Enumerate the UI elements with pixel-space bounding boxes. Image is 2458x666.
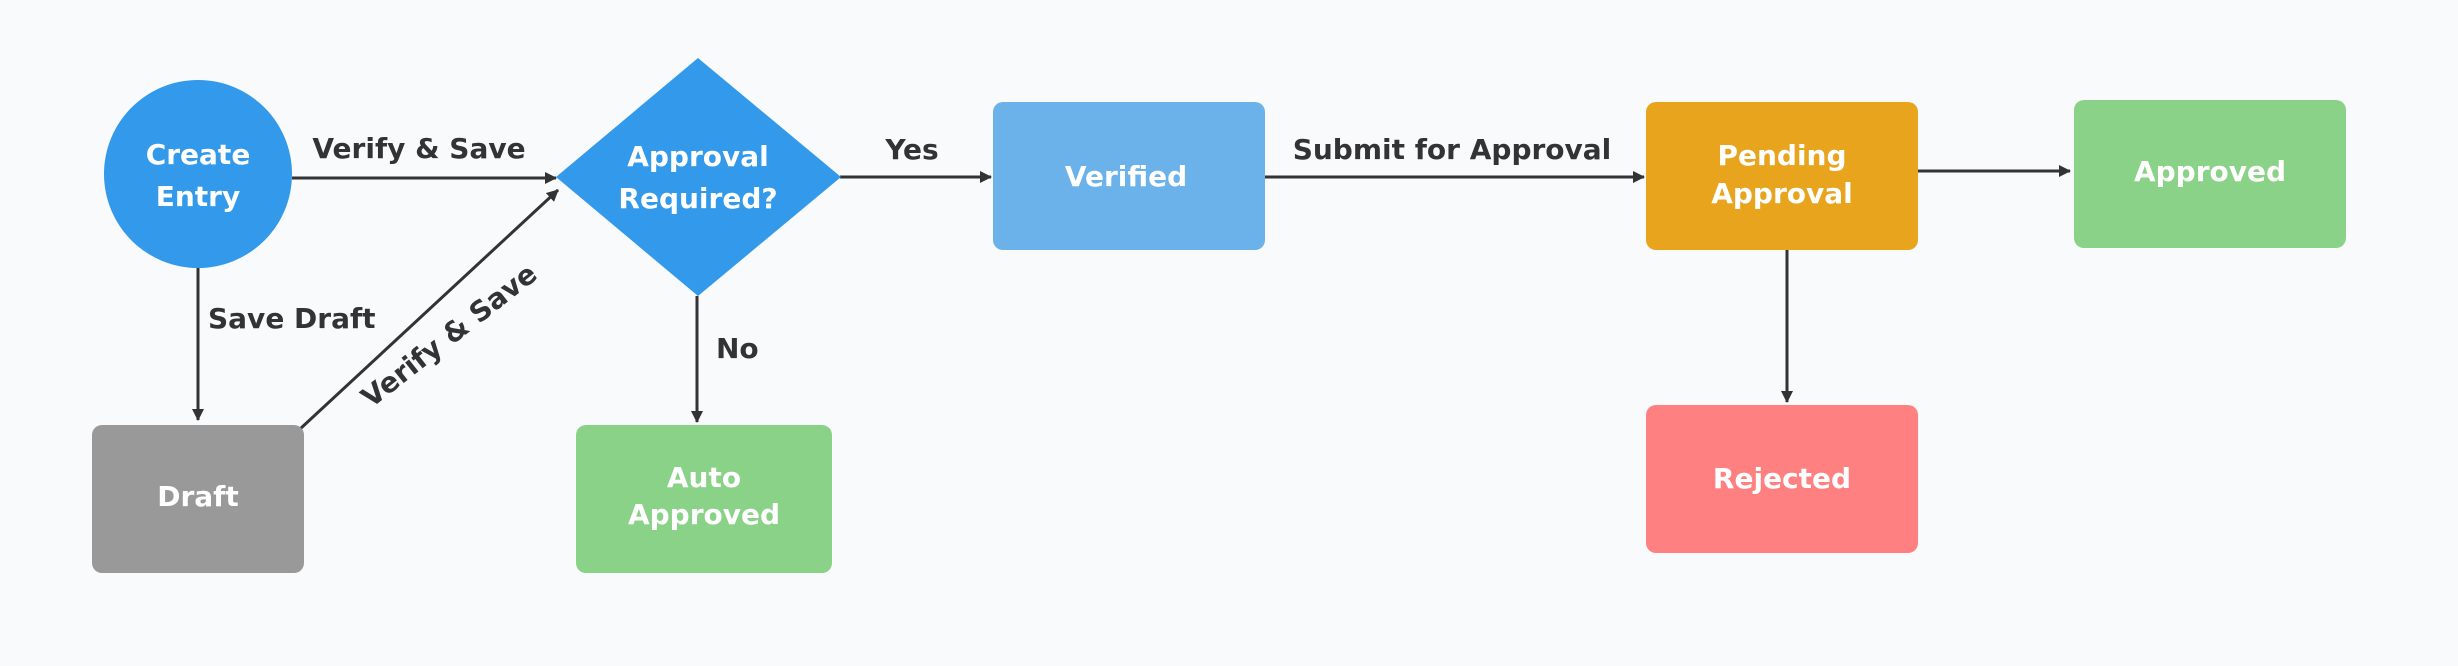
edge-label-verify-save-diagonal: Verify & Save: [355, 257, 543, 414]
node-pending-approval[interactable]: Pending Approval: [1646, 102, 1918, 250]
edge-label-no: No: [716, 332, 759, 365]
approval-required-label-line-1: Approval: [627, 140, 769, 173]
pending-approval-label-line-1: Pending: [1717, 139, 1846, 172]
approved-label: Approved: [2134, 155, 2286, 188]
verified-shape: [993, 102, 1265, 250]
node-verified[interactable]: Verified: [993, 102, 1265, 250]
draft-shape: [92, 425, 304, 573]
node-approval-required[interactable]: Approval Required?: [556, 58, 841, 296]
edge-label-verify-save: Verify & Save: [312, 132, 525, 165]
pending-approval-label-line-2: Approval: [1711, 177, 1853, 210]
edge-draft-to-decision: [298, 188, 560, 431]
rejected-shape: [1646, 405, 1918, 553]
edges: [192, 165, 2071, 431]
node-rejected[interactable]: Rejected: [1646, 405, 1918, 553]
auto-approved-label-line-1: Auto: [667, 461, 741, 494]
node-create-entry[interactable]: Create Entry: [104, 80, 292, 268]
auto-approved-shape: [576, 425, 832, 573]
edge-label-save-draft: Save Draft: [208, 302, 376, 335]
create-entry-label-line-2: Entry: [156, 180, 241, 213]
node-draft[interactable]: Draft: [92, 425, 304, 573]
edge-labels: Verify & Save Save Draft Verify & Save Y…: [208, 132, 1611, 414]
create-entry-shape: [104, 80, 292, 268]
create-entry-label-line-1: Create: [146, 138, 251, 171]
rejected-label: Rejected: [1713, 462, 1851, 495]
pending-approval-shape: [1646, 102, 1918, 250]
approval-required-label-line-2: Required?: [618, 182, 777, 215]
approval-required-shape: [556, 58, 841, 296]
auto-approved-label-line-2: Approved: [628, 498, 780, 531]
node-approved[interactable]: Approved: [2074, 100, 2346, 248]
verified-label: Verified: [1065, 160, 1187, 193]
edge-label-yes: Yes: [884, 133, 938, 166]
draft-label: Draft: [157, 480, 239, 513]
approved-shape: [2074, 100, 2346, 248]
edge-label-submit-for-approval: Submit for Approval: [1293, 133, 1612, 166]
node-auto-approved[interactable]: Auto Approved: [576, 425, 832, 573]
